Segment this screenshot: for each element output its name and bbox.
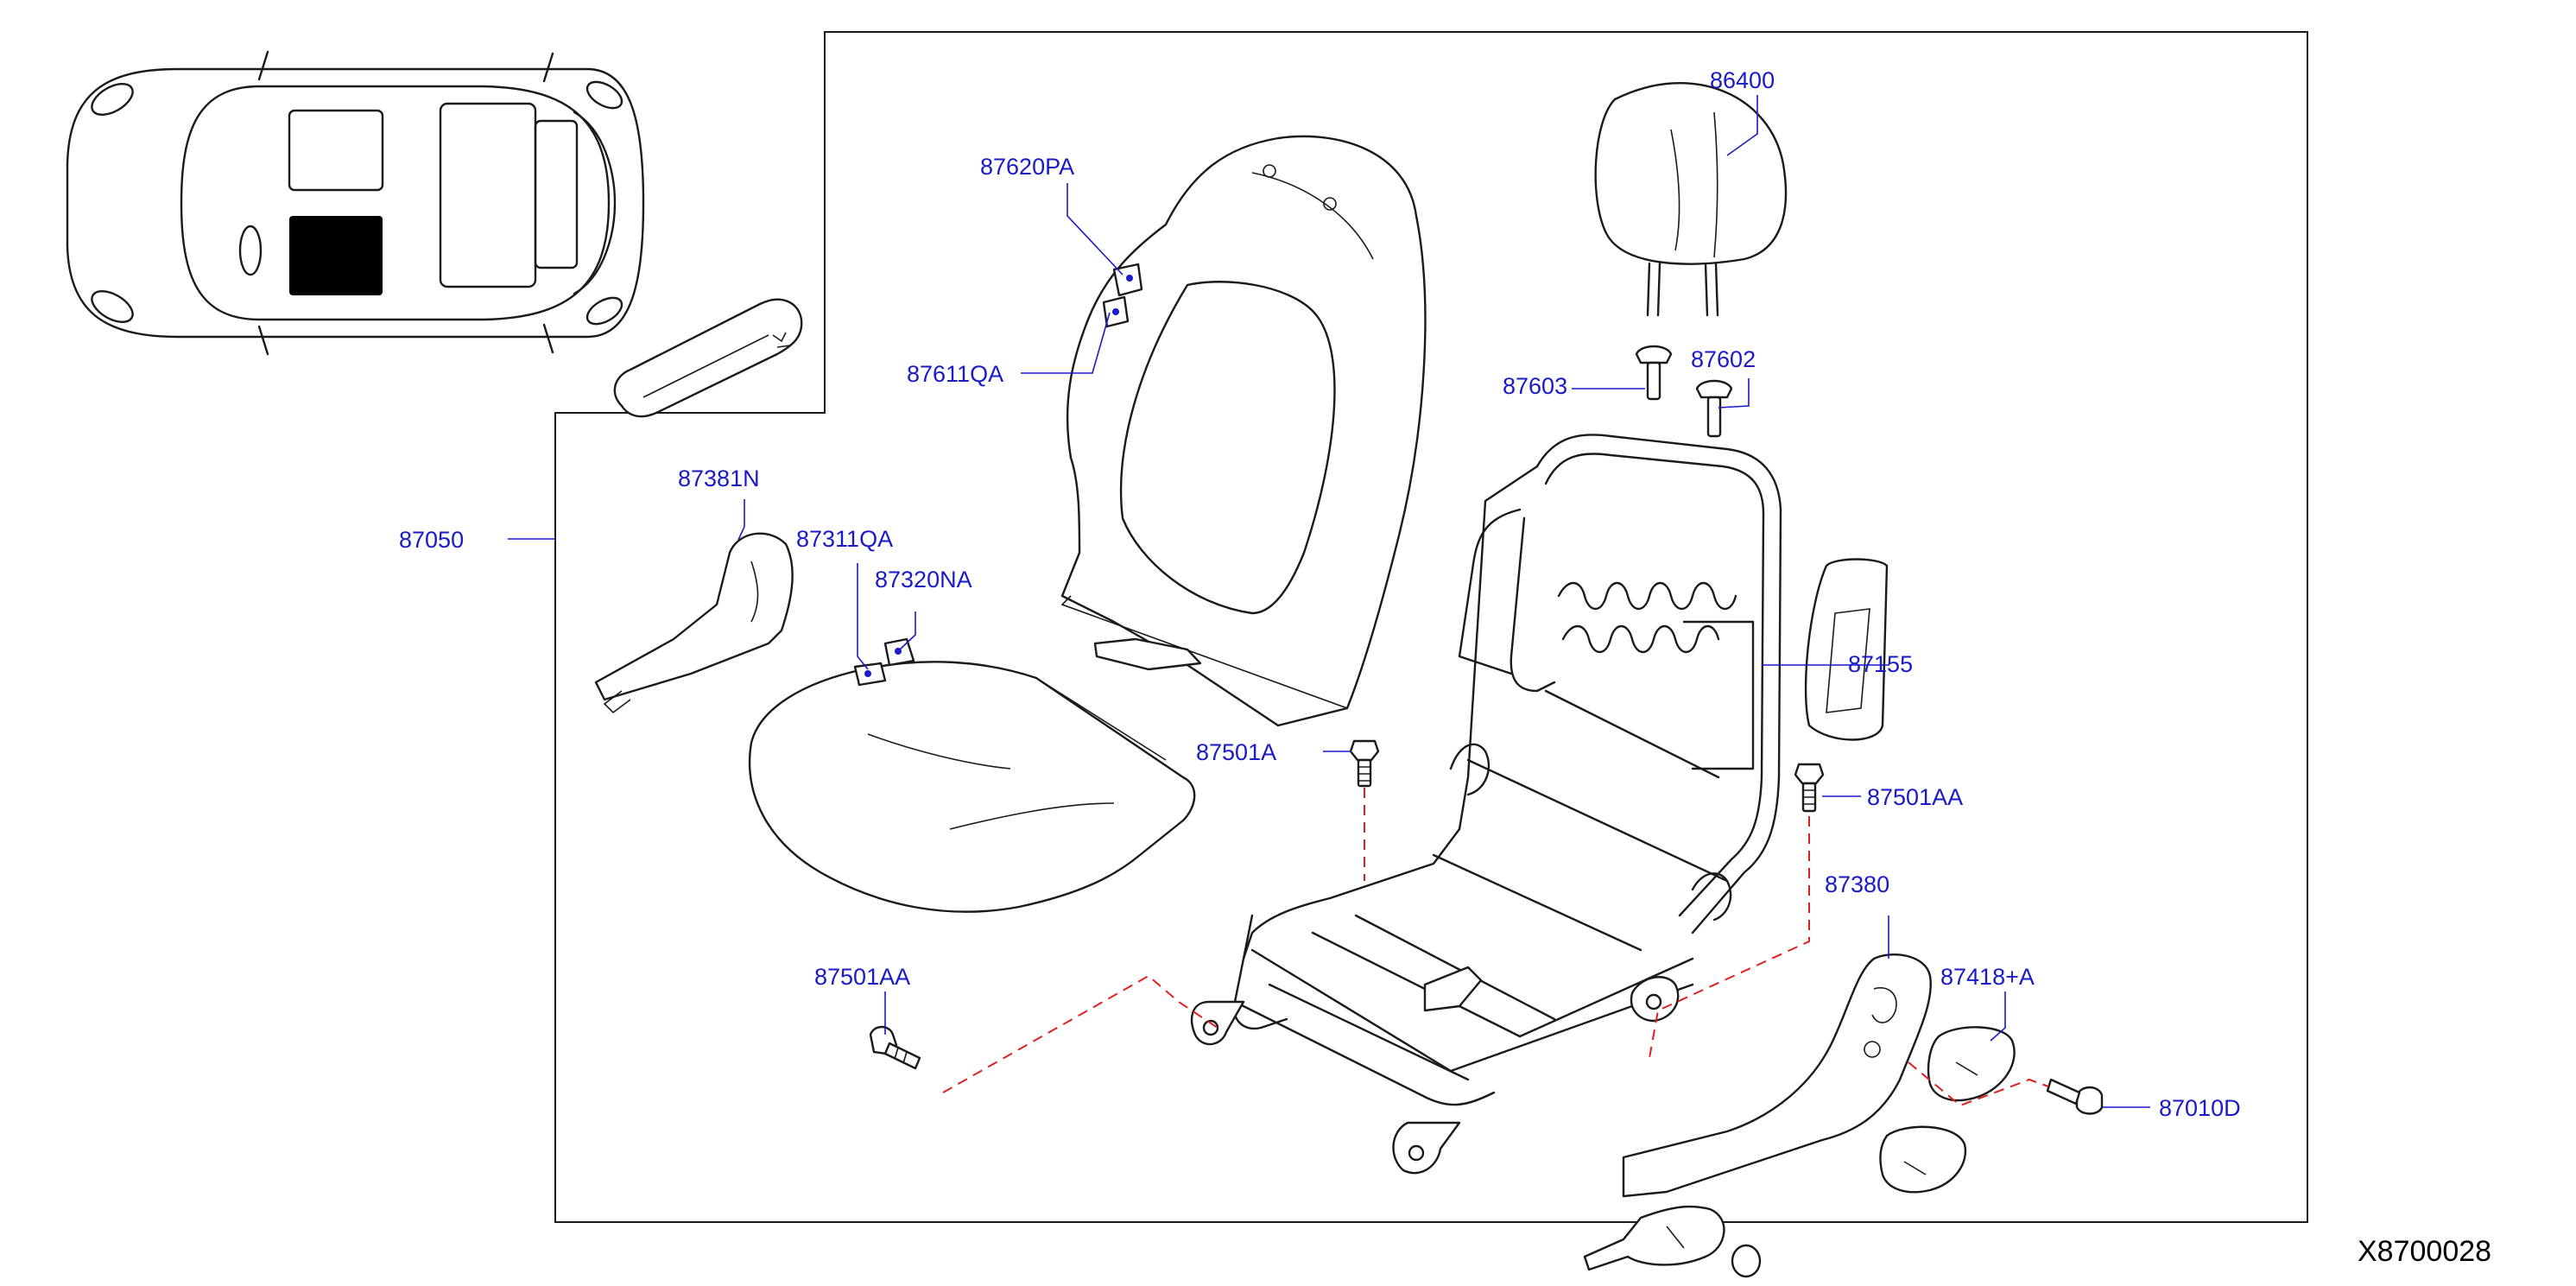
bolt-87501AA-right	[1794, 763, 1825, 813]
seat-location-highlight	[289, 216, 383, 295]
label-86400[interactable]: 86400	[1710, 67, 1775, 93]
label-87381N[interactable]: 87381N	[678, 466, 760, 491]
label-87380[interactable]: 87380	[1825, 871, 1889, 897]
leader-lines	[508, 95, 2150, 1108]
label-87501AA-left[interactable]: 87501AA	[814, 964, 910, 990]
label-87050[interactable]: 87050	[399, 527, 464, 553]
cushion-side-bracket	[594, 532, 794, 714]
screw-87010D	[2046, 1078, 2104, 1115]
installation-guides	[942, 788, 2049, 1107]
label-87010D[interactable]: 87010D	[2159, 1095, 2241, 1121]
label-87501A[interactable]: 87501A	[1196, 739, 1276, 765]
label-87620PA[interactable]: 87620PA	[980, 154, 1074, 180]
seatback-cover	[1060, 135, 1427, 727]
vehicle-locator	[66, 50, 645, 356]
seatback-retainers	[1102, 263, 1143, 328]
seat-frame	[1190, 434, 1782, 1175]
side-shield	[1583, 953, 1932, 1278]
cushion-retainers	[853, 637, 915, 687]
armrest-part	[613, 298, 803, 418]
label-87320NA[interactable]: 87320NA	[875, 567, 972, 592]
label-87603[interactable]: 87603	[1503, 373, 1567, 399]
side-pad	[1804, 558, 1889, 741]
label-87611QA[interactable]: 87611QA	[907, 361, 1003, 387]
label-87311QA[interactable]: 87311QA	[796, 526, 893, 552]
bolt-87501AA-left	[869, 1025, 921, 1070]
part-labels: 86400 87620PA 87611QA 87603 87602 87381N…	[399, 67, 2241, 1121]
seat-cushion	[748, 661, 1196, 913]
diagram-frame	[554, 31, 2308, 1223]
label-87155[interactable]: 87155	[1848, 651, 1913, 677]
headrest	[1594, 82, 1788, 317]
label-87602[interactable]: 87602	[1691, 346, 1756, 372]
bolt-87501A	[1349, 739, 1380, 788]
label-87501AA-right[interactable]: 87501AA	[1867, 784, 1963, 810]
diagram-code: X8700028	[2358, 1235, 2491, 1268]
headrest-guides	[1635, 345, 1733, 438]
recliner-knobs	[1879, 1026, 2016, 1194]
label-87418A[interactable]: 87418+A	[1940, 964, 2035, 990]
